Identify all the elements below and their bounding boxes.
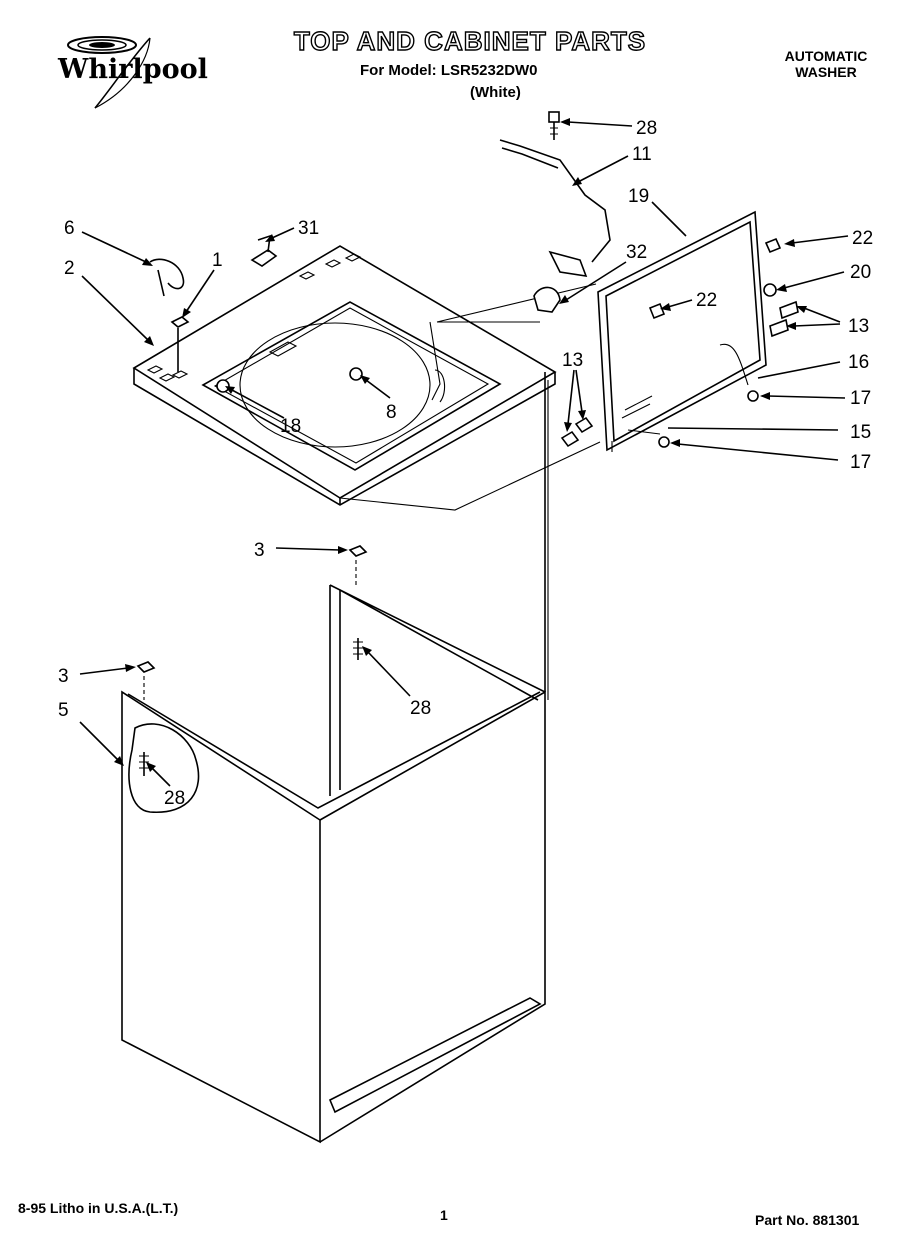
cabinet-body [121, 372, 549, 1144]
screw-28-top [548, 111, 560, 140]
product-type: AUTOMATIC WASHER [770, 48, 882, 80]
callout-28: 28 [410, 698, 431, 719]
brand-text: Whirlpool [57, 54, 208, 85]
callout-17: 17 [850, 388, 871, 409]
model-color: (White) [470, 84, 521, 101]
callout-16: 16 [848, 352, 869, 373]
callout-15: 15 [850, 422, 871, 443]
console-frame [597, 210, 767, 452]
hinge-clip-6 [149, 258, 185, 297]
whirlpool-logo: Whirlpool [57, 36, 208, 109]
corner-brace-3-left [136, 661, 156, 700]
callout-8: 8 [386, 402, 397, 423]
callout-labels: 28 11 19 22 20 22 13 16 17 15 17 13 6 31… [58, 118, 873, 809]
litho-line: 8-95 Litho in U.S.A.(L.T.) [18, 1200, 179, 1216]
screw-28-cabinet [139, 638, 363, 776]
bumper-18 [216, 379, 230, 393]
callout-28: 28 [164, 788, 185, 809]
knob-32 [533, 286, 561, 313]
clip-1 [170, 316, 190, 372]
model-number: For Model: LSR5232DW0 [360, 62, 538, 79]
callout-18: 18 [280, 416, 301, 437]
wire-harness-11 [499, 139, 611, 277]
callout-13: 13 [562, 350, 583, 371]
callout-20: 20 [850, 262, 871, 283]
callout-32: 32 [626, 242, 647, 263]
callout-22: 22 [852, 228, 873, 249]
part-number: Part No. 881301 [755, 1212, 860, 1228]
callout-11: 11 [632, 144, 652, 165]
product-line-2: WASHER [795, 64, 857, 80]
callout-5: 5 [58, 700, 69, 721]
callout-2: 2 [64, 258, 75, 279]
callout-3: 3 [58, 666, 69, 687]
leader-lines [79, 118, 849, 787]
page-number: 1 [440, 1207, 448, 1223]
parts-22-20-13-17 [560, 237, 799, 448]
callout-19: 19 [628, 186, 649, 207]
callout-6: 6 [64, 218, 75, 239]
screw-8 [349, 367, 363, 381]
page-title: TOP AND CABINET PARTS [293, 25, 647, 56]
callout-1: 1 [212, 250, 223, 271]
bracket-31 [250, 234, 278, 267]
callout-17: 17 [850, 452, 871, 473]
callout-31: 31 [298, 218, 319, 239]
callout-28: 28 [636, 118, 657, 139]
callout-13: 13 [848, 316, 869, 337]
callout-22: 22 [696, 290, 717, 311]
corner-brace-3-upper [348, 545, 368, 585]
product-line-1: AUTOMATIC [784, 48, 868, 64]
callout-3: 3 [254, 540, 265, 561]
cabinet-top [132, 245, 557, 506]
